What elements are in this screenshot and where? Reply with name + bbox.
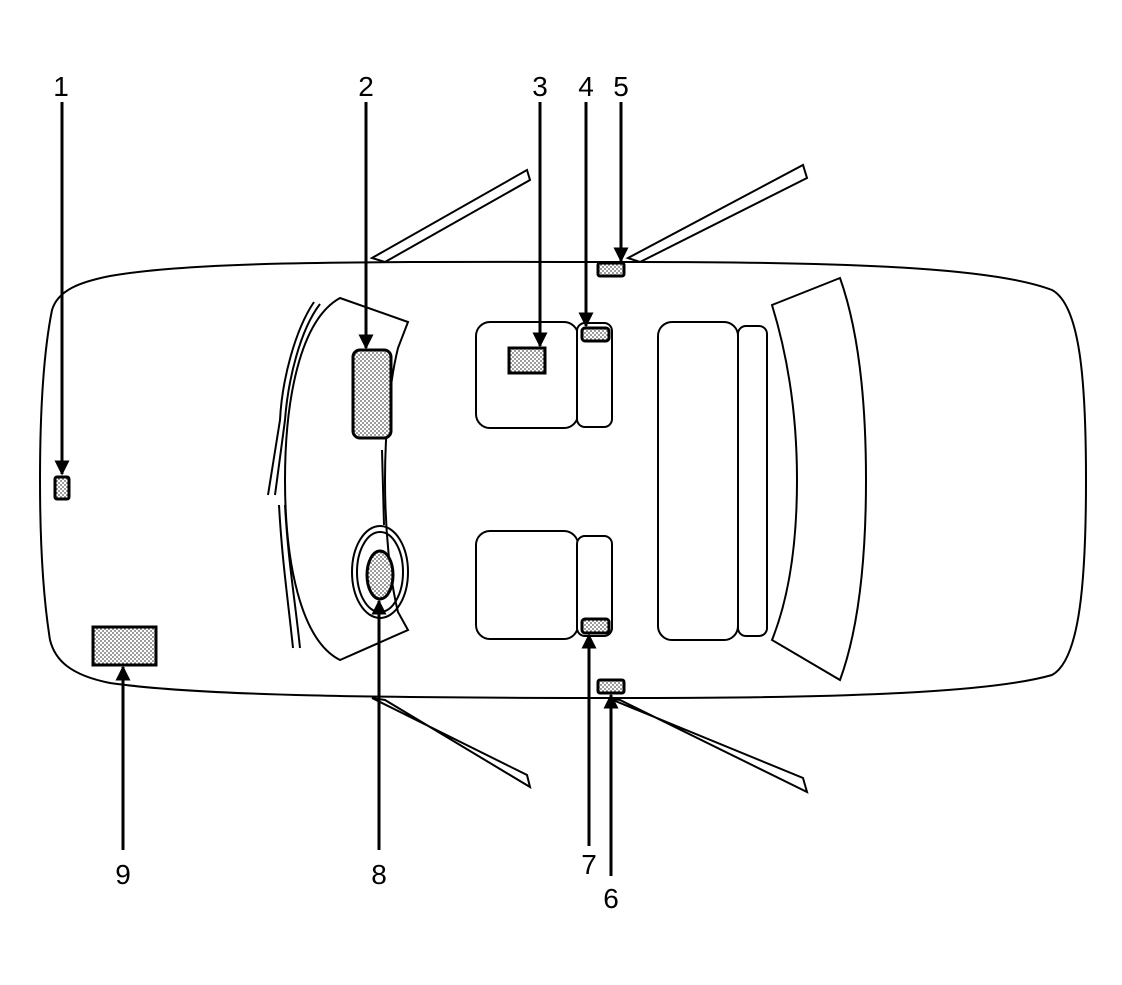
component-8-steering-wheel-module xyxy=(365,549,395,601)
rear-window xyxy=(770,276,868,682)
component-4 xyxy=(580,326,611,343)
component-5 xyxy=(596,261,626,278)
door-rear-right xyxy=(607,697,809,794)
rear-seat xyxy=(657,321,768,641)
rear-seat-back xyxy=(737,325,768,637)
callout-5: 5 xyxy=(613,71,629,102)
door-front-right xyxy=(371,697,532,790)
component-6 xyxy=(596,678,626,695)
component-1 xyxy=(53,475,71,501)
callout-8: 8 xyxy=(371,859,387,890)
callout-1: 1 xyxy=(53,71,69,102)
front-seats xyxy=(475,321,613,640)
component-7 xyxy=(580,617,611,635)
rear-seat-cushion xyxy=(657,321,739,641)
callout-4: 4 xyxy=(578,71,594,102)
component-2 xyxy=(351,348,393,440)
callout-3: 3 xyxy=(532,71,548,102)
callout-7: 7 xyxy=(581,849,597,880)
door-front-left xyxy=(369,168,532,264)
open-doors xyxy=(369,163,809,794)
wiper-right xyxy=(284,504,301,649)
component-3 xyxy=(507,346,547,375)
door-rear-left xyxy=(625,163,809,264)
seat-left-back xyxy=(576,322,613,428)
dash-line xyxy=(381,449,385,526)
seat-right-cushion xyxy=(475,530,579,640)
wiper-right-inner xyxy=(278,504,294,649)
wiper-left xyxy=(274,303,321,496)
leader-lines xyxy=(54,102,629,876)
callout-9: 9 xyxy=(115,859,131,890)
component-9 xyxy=(91,625,158,667)
components xyxy=(53,261,626,695)
wiper-left-inner xyxy=(267,301,315,496)
callout-labels: 1 2 3 4 5 6 7 8 9 xyxy=(53,71,629,914)
seat-left-cushion xyxy=(475,321,579,429)
callout-2: 2 xyxy=(358,71,374,102)
callout-6: 6 xyxy=(603,883,619,914)
